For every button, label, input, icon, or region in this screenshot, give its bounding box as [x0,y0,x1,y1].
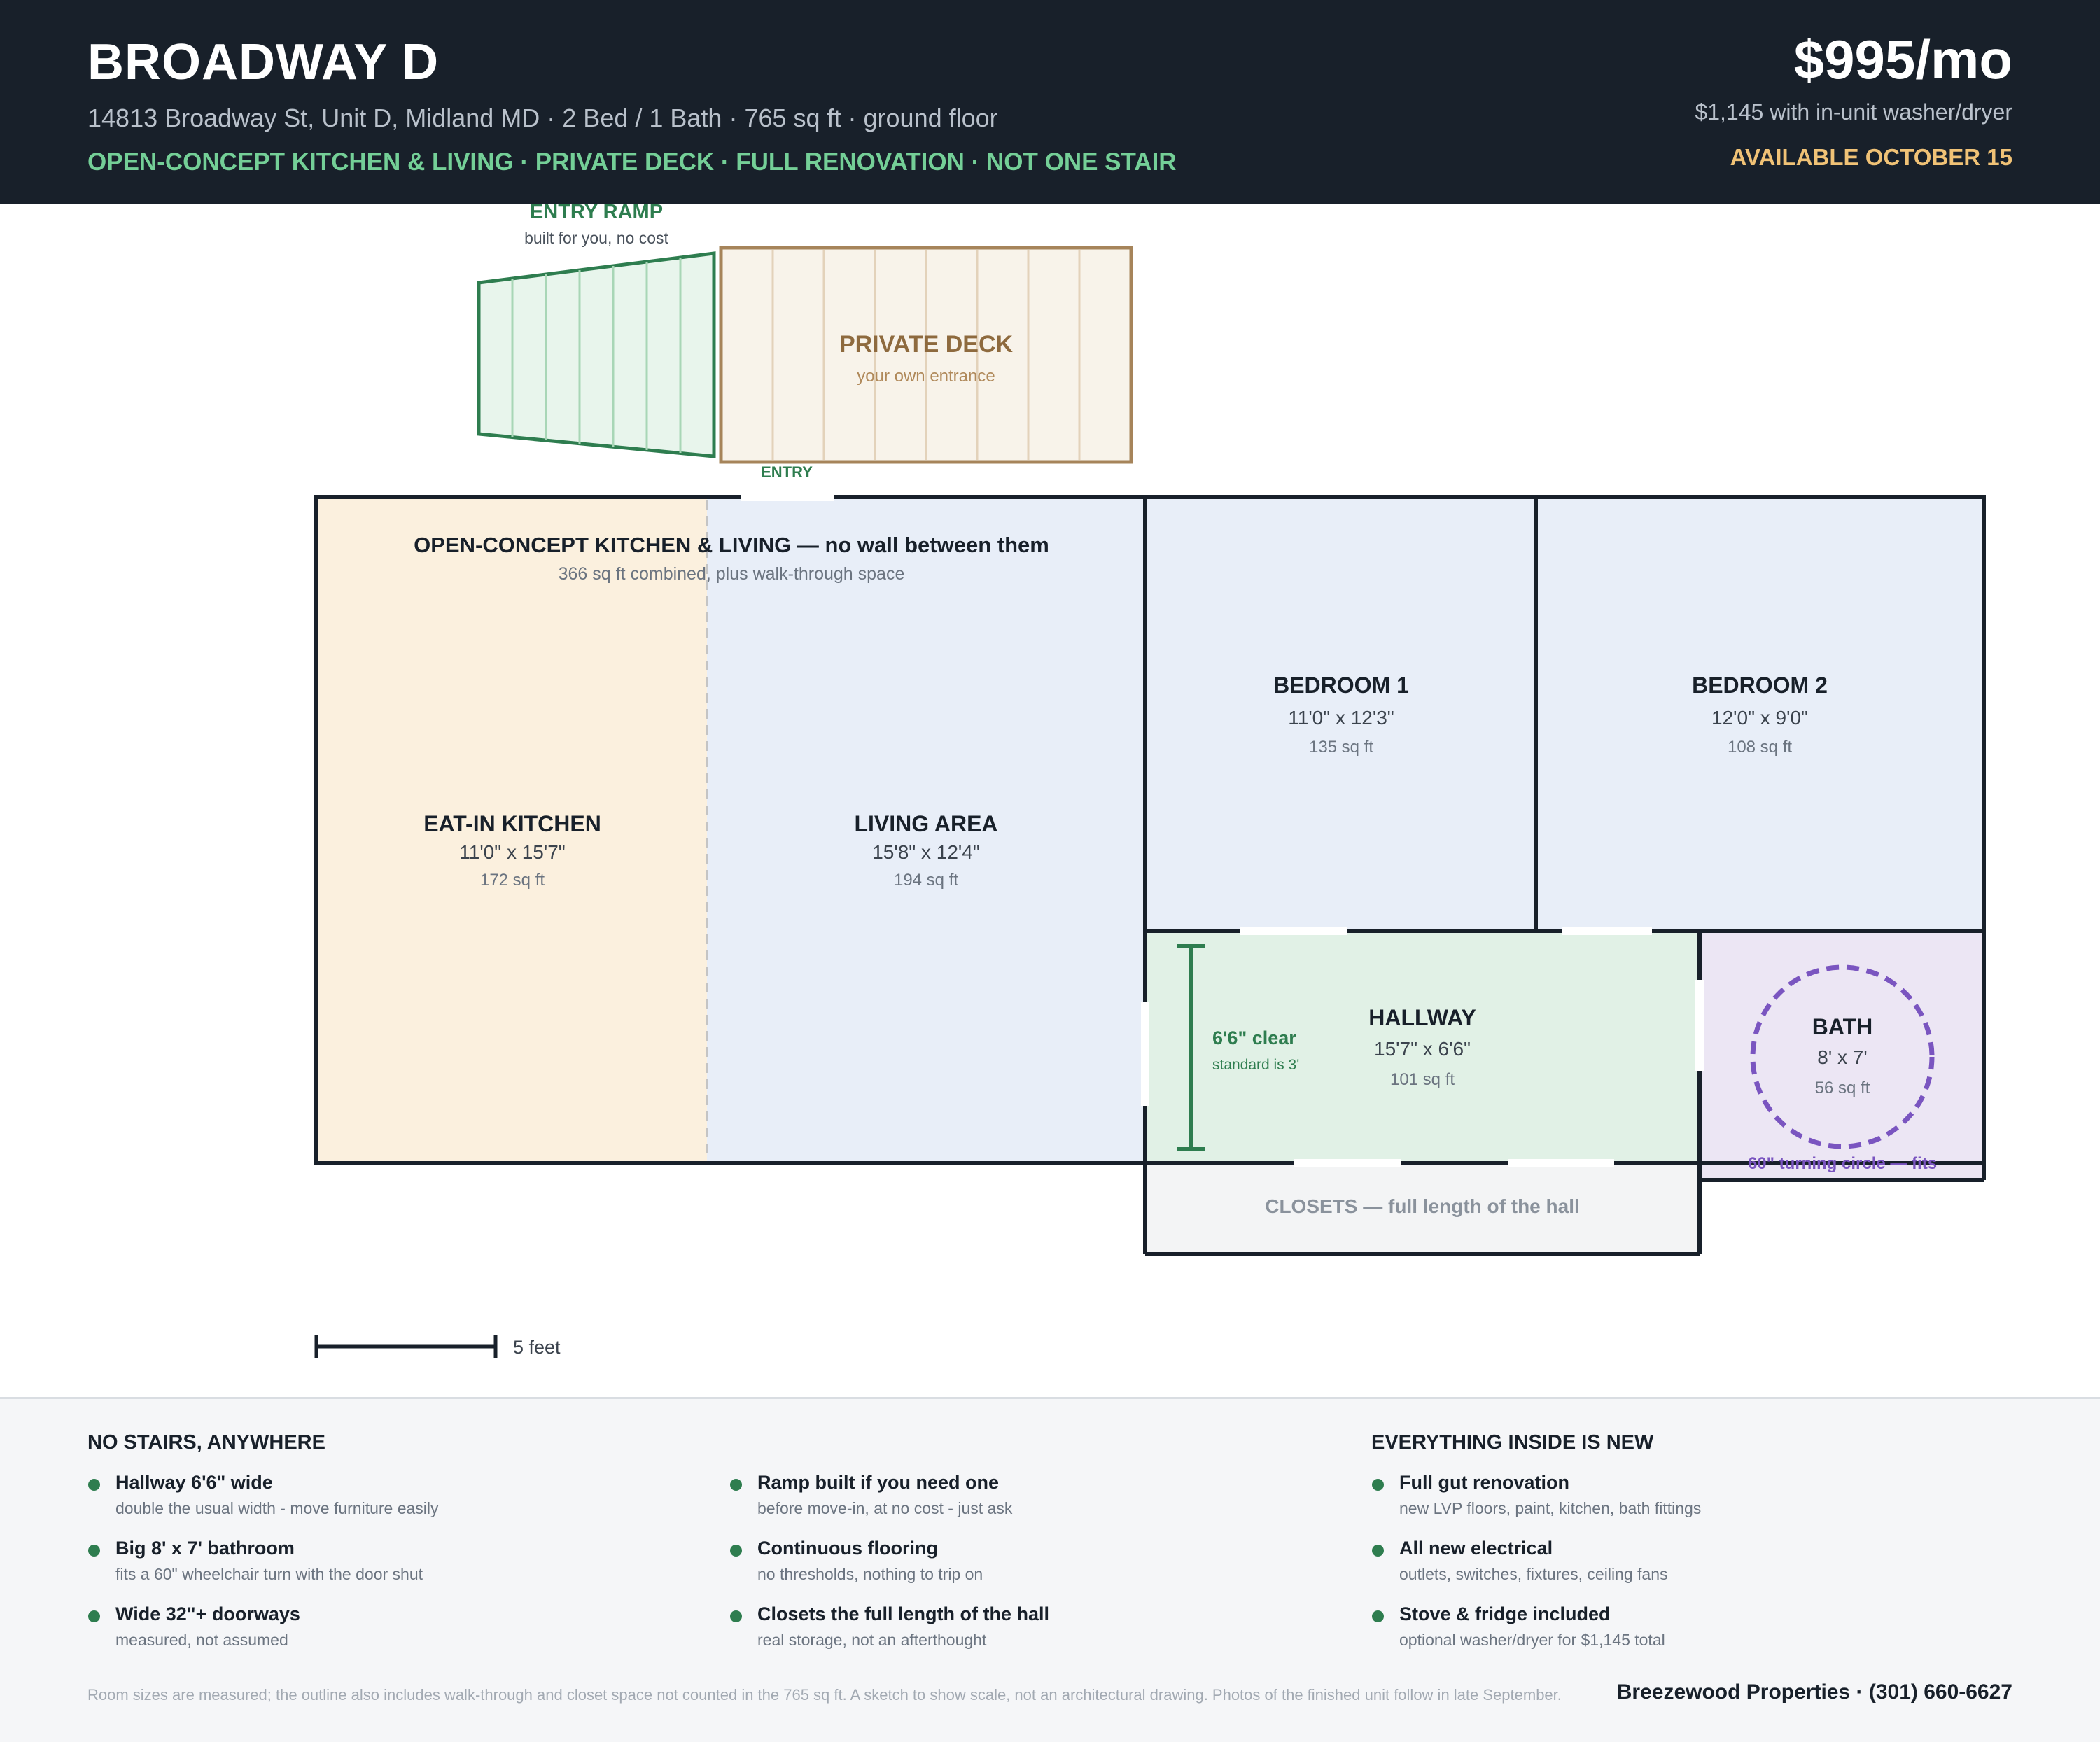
kitchen-dims: 11'0" x 15'7" [459,841,565,863]
contact-info: Breezewood Properties · (301) 660-6627 [1616,1680,2012,1704]
kitchen-area: 172 sq ft [480,871,545,890]
feature-item: Continuous flooring no thresholds, nothi… [729,1538,1049,1603]
floor-plan: ENTRY RAMP built for you, no cost PRIVAT… [314,201,1986,1358]
hallway-dims: 15'7" x 6'6" [1374,1038,1471,1060]
bedroom-1-area: 135 sq ft [1309,738,1373,757]
bath-name: BATH [1812,1014,1873,1039]
bedroom-1-dims: 11'0" x 12'3" [1288,707,1394,729]
open-concept-title: OPEN-CONCEPT KITCHEN & LIVING — no wall … [414,533,1049,557]
bedroom-1-name: BEDROOM 1 [1273,673,1409,698]
feature-desc: no thresholds, nothing to trip on [757,1565,983,1583]
feature-desc: outlets, switches, fixtures, ceiling fan… [1399,1565,1668,1583]
bedroom-1-room [1145,497,1536,931]
kitchen-name: EAT-IN KITCHEN [424,811,601,836]
bullet-icon [88,1479,100,1491]
hallway-width-marker [1177,944,1205,1151]
closets-label: CLOSETS — full length of the hall [1265,1195,1580,1217]
living-name: LIVING AREA [854,811,997,836]
hallway-room [1145,931,1700,1163]
entry-label: ENTRY [761,463,813,481]
feature-tags: OPEN-CONCEPT KITCHEN & LIVING · PRIVATE … [88,148,1177,176]
hallway-clear-label: 6'6" clear [1212,1027,1296,1048]
turning-circle-note: 60" turning circle — fits [1748,1154,1937,1173]
bath-room [1700,931,1984,1180]
living-dims: 15'8" x 12'4" [872,841,980,863]
bedroom-2-name: BEDROOM 2 [1692,673,1828,698]
feature-title: Hallway 6'6" wide [115,1472,273,1493]
feature-item: Ramp built if you need one before move-i… [729,1472,1049,1538]
bullet-icon [730,1479,742,1491]
open-concept-note: 366 sq ft combined, plus walk-through sp… [559,564,905,584]
column-heading [729,1431,1049,1472]
ramp-title: ENTRY RAMP [530,201,663,223]
hallway-area: 101 sq ft [1390,1070,1455,1089]
deck-note: your own entrance [857,367,995,386]
feature-title: Full gut renovation [1399,1472,1569,1493]
closets-room [1145,1163,1700,1254]
hallway-name: HALLWAY [1368,1005,1476,1030]
scale-bar [314,1335,498,1358]
bullet-icon [1372,1610,1384,1622]
bath-dims: 8' x 7' [1817,1046,1867,1068]
listing-title: BROADWAY D [88,34,440,90]
bedroom-2-room [1536,497,1984,931]
feature-item: Big 8' x 7' bathroom fits a 60" wheelcha… [88,1538,439,1603]
turning-circle [1750,964,1935,1149]
listing-header: BROADWAY D 14813 Broadway St, Unit D, Mi… [0,0,2100,204]
feature-item: Hallway 6'6" wide double the usual width… [88,1472,439,1538]
feature-column-accessibility: NO STAIRS, ANYWHERE Hallway 6'6" wide do… [88,1431,439,1669]
feature-title: Stove & fridge included [1399,1603,1611,1624]
hallway-clear-note: standard is 3' [1212,1057,1299,1073]
rent-price: $995/mo [1793,29,2012,90]
living-area: 194 sq ft [894,871,958,890]
deck-title: PRIVATE DECK [839,331,1014,358]
feature-column-access-extras: Ramp built if you need one before move-i… [729,1431,1049,1669]
bath-area: 56 sq ft [1815,1079,1870,1097]
alternate-price: $1,145 with in-unit washer/dryer [1695,99,2012,125]
entry-ramp: ENTRY RAMP built for you, no cost [477,201,716,458]
feature-title: All new electrical [1399,1538,1553,1559]
bullet-icon [88,1610,100,1622]
feature-item: Full gut renovation new LVP floors, pain… [1371,1472,1701,1538]
feature-desc: real storage, not an afterthought [757,1631,987,1649]
private-deck: PRIVATE DECK your own entrance [719,246,1133,464]
bullet-icon [1372,1479,1384,1491]
feature-column-renovation: EVERYTHING INSIDE IS NEW Full gut renova… [1371,1431,1701,1669]
feature-desc: new LVP floors, paint, kitchen, bath fit… [1399,1499,1702,1517]
feature-desc: double the usual width - move furniture … [115,1499,439,1517]
feature-title: Continuous flooring [757,1538,938,1559]
scale-label: 5 feet [513,1337,561,1358]
availability-date: AVAILABLE OCTOBER 15 [1730,144,2012,170]
bullet-icon [730,1610,742,1622]
living-room [707,497,1145,1163]
bullet-icon [1372,1545,1384,1557]
bedroom-2-area: 108 sq ft [1728,738,1792,757]
feature-desc: fits a 60" wheelchair turn with the door… [115,1565,424,1583]
feature-title: Closets the full length of the hall [757,1603,1050,1624]
feature-title: Ramp built if you need one [757,1472,1000,1493]
column-heading: EVERYTHING INSIDE IS NEW [1371,1431,1654,1454]
bullet-icon [88,1545,100,1557]
ramp-note: built for you, no cost [524,229,668,247]
feature-desc: before move-in, at no cost - just ask [757,1499,1013,1517]
column-heading: NO STAIRS, ANYWHERE [88,1431,326,1454]
bedroom-2-dims: 12'0" x 9'0" [1712,707,1808,729]
feature-title: Big 8' x 7' bathroom [115,1538,295,1559]
feature-item: Wide 32"+ doorways measured, not assumed [88,1603,439,1669]
bullet-icon [730,1545,742,1557]
feature-title: Wide 32"+ doorways [115,1603,300,1624]
feature-desc: optional washer/dryer for $1,145 total [1399,1631,1665,1649]
disclaimer: Room sizes are measured; the outline als… [88,1686,1562,1704]
feature-item: Stove & fridge included optional washer/… [1371,1603,1701,1669]
feature-item: All new electrical outlets, switches, fi… [1371,1538,1701,1603]
features-footer: NO STAIRS, ANYWHERE Hallway 6'6" wide do… [0,1397,2100,1742]
listing-address: 14813 Broadway St, Unit D, Midland MD · … [88,104,998,132]
kitchen-room [316,497,707,1163]
feature-desc: measured, not assumed [115,1631,288,1649]
feature-item: Closets the full length of the hall real… [729,1603,1049,1669]
